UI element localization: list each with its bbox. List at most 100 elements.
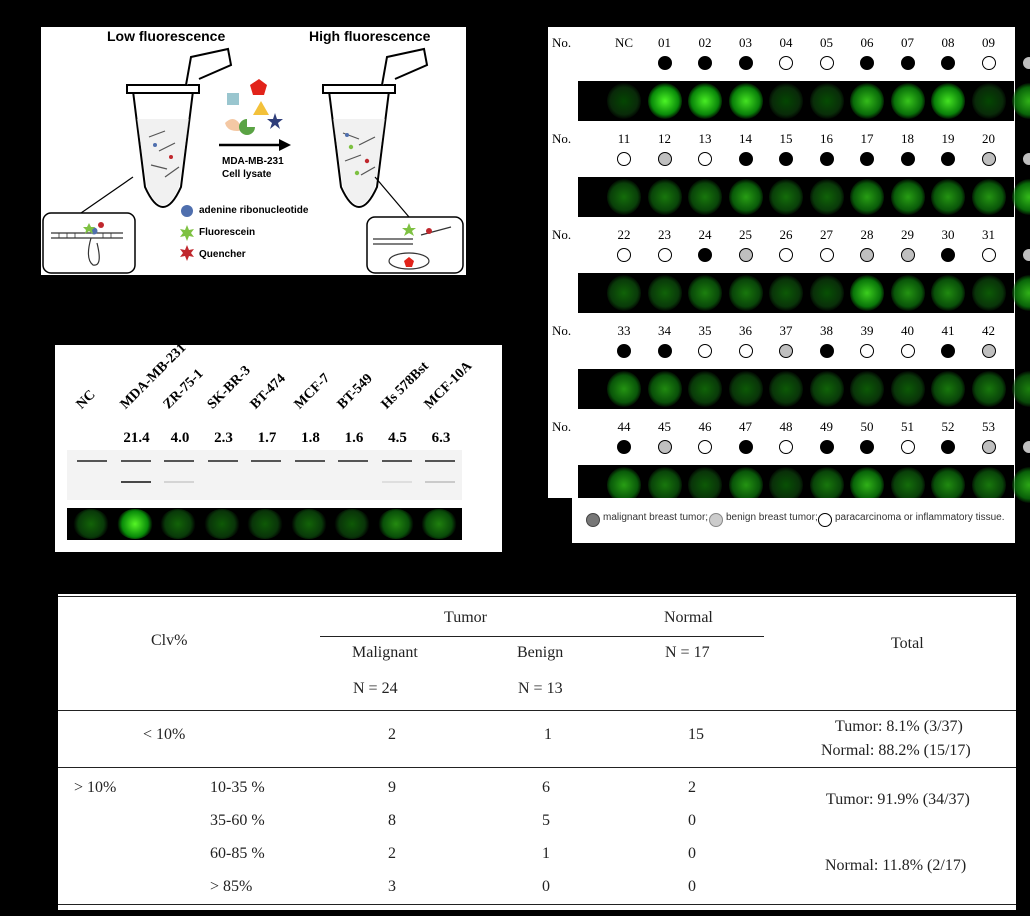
row-lt10-malignant: 2 (388, 726, 396, 743)
gt10-benign-cell: 0 (542, 878, 550, 895)
sample-number: 31 (982, 227, 995, 242)
cell-lysate-shapes-icon (225, 79, 283, 135)
gt10-normal-cell: 0 (688, 812, 696, 829)
panel-d-table: Clv% Tumor Normal Total Malignant Benign… (58, 594, 1016, 910)
header-n-benign: N = 13 (518, 680, 563, 697)
cleavage-value: 6.3 (431, 430, 451, 446)
cell-line-spot (203, 509, 240, 539)
fluorescence-spot (890, 371, 925, 407)
sample-number: 25 (739, 227, 752, 242)
sample-number: 23 (658, 227, 671, 242)
schematic-illustration (42, 47, 464, 274)
malignant-marker-icon (738, 56, 753, 70)
malignant-marker-icon (941, 56, 955, 70)
normal-marker-icon (698, 440, 712, 454)
fluorescence-spot (769, 275, 803, 311)
sample-number: 52 (941, 419, 955, 434)
fluorescence-strip (578, 369, 1030, 409)
fluorescence-spot (971, 275, 1006, 311)
cleaved-probe-icon (373, 226, 452, 270)
cell-line-label: SK-BR-3 (204, 363, 254, 413)
fluorescence-strip (578, 81, 1030, 121)
normal-marker-icon (779, 248, 793, 262)
malignant-marker-icon (941, 440, 955, 454)
cell-line-label: NC (73, 387, 99, 413)
fluorescence-spot (769, 467, 803, 503)
fluorescence-spot (607, 467, 641, 503)
fluorescence-spot (647, 83, 682, 119)
malignant-marker-icon (657, 56, 672, 70)
gt10-range-cell: 10-35 % (210, 779, 265, 796)
cell-line-spot (116, 509, 153, 539)
sample-number: 08 (941, 35, 955, 50)
gt10-normal-cell: 0 (688, 845, 696, 862)
substrate-band (338, 460, 368, 462)
fluorescence-spot (607, 275, 641, 311)
uncleaved-probe-icon (51, 232, 123, 266)
fluorescence-spot (728, 275, 763, 311)
sample-number: 26 (779, 227, 793, 242)
fluorescence-spot (688, 275, 722, 311)
fluorescence-spot (1012, 371, 1030, 407)
cleavage-value: 1.8 (301, 430, 320, 446)
normal-marker-icon (819, 56, 834, 70)
sample-number: 16 (820, 131, 833, 146)
sample-number: 02 (698, 35, 712, 50)
cell-line-spot (290, 509, 327, 539)
fluorescence-spot (1012, 179, 1030, 215)
sample-number: 47 (739, 419, 752, 434)
fluorescence-spot (1012, 83, 1030, 119)
cell-line-fluorescence-strip (67, 508, 462, 540)
sample-number: 53 (982, 419, 995, 434)
fluorescence-spot (1012, 275, 1030, 311)
fluorescence-spot (688, 83, 722, 119)
fluorescence-spot (971, 83, 1006, 119)
sample-number: 14 (739, 131, 752, 146)
cell-line-spot (421, 509, 457, 539)
normal-marker-icon (779, 56, 793, 70)
cell-line-label: MCF-7 (291, 370, 333, 413)
malignant-marker-icon (941, 344, 955, 358)
fluorescence-spot (769, 371, 803, 407)
header-benign: Benign (517, 644, 564, 661)
sample-number: 51 (901, 419, 914, 434)
sample-number: 44 (617, 419, 631, 434)
legend-quencher-label: Quencher (199, 249, 246, 260)
cleavage-value: 4.0 (170, 430, 190, 446)
gt10-normal-cell: 0 (688, 878, 696, 895)
malignant-marker-icon (860, 440, 874, 454)
header-malignant: Malignant (352, 644, 418, 661)
sample-number: 06 (860, 35, 874, 50)
malignant-marker-icon (819, 440, 834, 454)
normal-marker-icon (900, 440, 915, 454)
benign-marker-icon (1022, 248, 1030, 262)
cleaved-band (120, 481, 151, 483)
high-tube-icon (322, 47, 429, 208)
row-no-label: No. (552, 131, 572, 146)
normal-marker-icon (819, 248, 834, 262)
cleavage-value: 2.3 (214, 430, 233, 446)
cleaved-band (381, 481, 412, 483)
low-tube-icon (126, 47, 233, 208)
substrate-band (425, 460, 455, 462)
sample-number: 30 (941, 227, 955, 242)
cleavage-value: 4.5 (388, 430, 407, 446)
fluorescence-spot (971, 179, 1006, 215)
header-n-malignant: N = 24 (353, 680, 398, 697)
substrate-band (77, 460, 107, 462)
cleaved-band (425, 481, 455, 483)
sample-number: 49 (820, 419, 833, 434)
sample-number: 21 (1022, 131, 1030, 146)
malignant-legend-icon (586, 513, 600, 527)
fluorescence-spot (688, 179, 722, 215)
table-header-rule (58, 710, 1016, 711)
fluorescence-spot (647, 467, 682, 503)
fluorescence-spot (607, 179, 641, 215)
fluorescence-spot (850, 371, 884, 407)
quencher-legend-icon (180, 245, 194, 261)
normal-marker-icon (657, 248, 672, 262)
fluorescence-spot (728, 83, 763, 119)
fluorescence-spot (647, 179, 682, 215)
gt10-range-cell: 35-60 % (210, 812, 265, 829)
table-top-rule (58, 596, 1016, 597)
